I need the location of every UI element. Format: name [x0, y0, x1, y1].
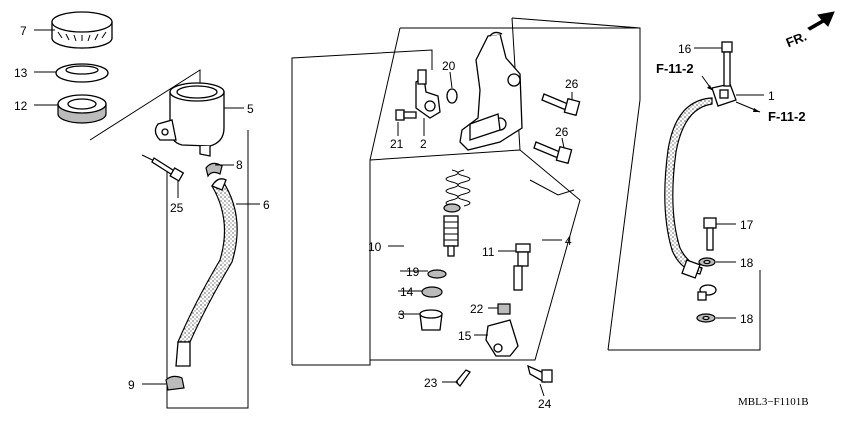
callout-10: 10	[368, 240, 382, 254]
callout-18-lower: 18	[740, 312, 754, 326]
joint-pin	[527, 364, 553, 383]
hose-joint	[415, 69, 441, 119]
leader-lines	[34, 29, 764, 397]
washer-19	[427, 269, 447, 279]
callout-19: 19	[406, 265, 420, 279]
master-cylinder-group	[291, 17, 761, 388]
piston-set	[443, 203, 461, 257]
callout-8: 8	[236, 158, 243, 172]
callout-23: 23	[424, 376, 438, 390]
callout-14: 14	[400, 285, 414, 299]
reservoir-group	[51, 11, 249, 409]
callout-17: 17	[740, 218, 754, 232]
brake-hose	[664, 97, 713, 275]
reservoir-bolt	[151, 157, 185, 182]
callout-24: 24	[538, 397, 552, 411]
lock-nut	[497, 303, 511, 315]
hose-clip-9	[165, 375, 185, 391]
brake-hose-group	[664, 11, 835, 323]
reservoir-cap	[51, 11, 113, 49]
diaphragm-plate	[55, 63, 109, 83]
piston-spring	[445, 169, 471, 207]
joint-screw	[395, 109, 417, 121]
reservoir-body	[154, 82, 225, 157]
clevis	[485, 319, 519, 357]
callout-4: 4	[565, 234, 572, 248]
master-cylinder-body	[459, 31, 523, 151]
reference-lower: F-11-2	[768, 109, 806, 124]
three-way-joint	[711, 83, 737, 107]
reference-upper: F-11-2	[656, 61, 694, 76]
o-ring	[446, 88, 458, 104]
reservoir-hose	[175, 178, 238, 367]
callout-3: 3	[398, 308, 405, 322]
callout-26-lower: 26	[555, 125, 569, 139]
cotter-pin	[455, 369, 471, 388]
callout-1: 1	[768, 89, 775, 103]
callout-11: 11	[482, 245, 495, 259]
callout-6: 6	[263, 198, 270, 212]
callout-22: 22	[470, 302, 484, 316]
mounting-bolt-upper	[541, 93, 581, 117]
diagram-code: MBL3−F1101B	[738, 396, 809, 408]
callout-21: 21	[390, 137, 404, 151]
mounting-bolt-lower	[533, 141, 573, 165]
diaphragm	[57, 94, 107, 124]
push-rod	[513, 243, 531, 291]
banjo-fitting	[697, 284, 717, 301]
callout-26-upper: 26	[565, 77, 579, 91]
callout-2: 2	[420, 137, 427, 151]
joint-bolt	[721, 41, 733, 87]
callout-9: 9	[128, 378, 135, 392]
front-direction-arrow	[807, 11, 835, 31]
push-rod-boot	[419, 309, 443, 331]
banjo-bolt	[703, 217, 717, 251]
callout-7: 7	[20, 24, 27, 38]
callout-16: 16	[678, 42, 692, 56]
hose-clip-8	[205, 162, 223, 178]
callout-25: 25	[170, 201, 184, 215]
callout-12: 12	[14, 99, 28, 113]
direction-label: FR.	[784, 28, 809, 50]
callout-15: 15	[458, 329, 472, 343]
callout-20: 20	[442, 59, 456, 73]
callout-13: 13	[14, 66, 28, 80]
circlip	[421, 286, 443, 298]
callout-18-upper: 18	[740, 256, 754, 270]
callout-labels: 7 13 12 5 8 25 6 9 20 2 21 26 26 10 11 4…	[14, 24, 809, 411]
callout-5: 5	[247, 102, 254, 116]
